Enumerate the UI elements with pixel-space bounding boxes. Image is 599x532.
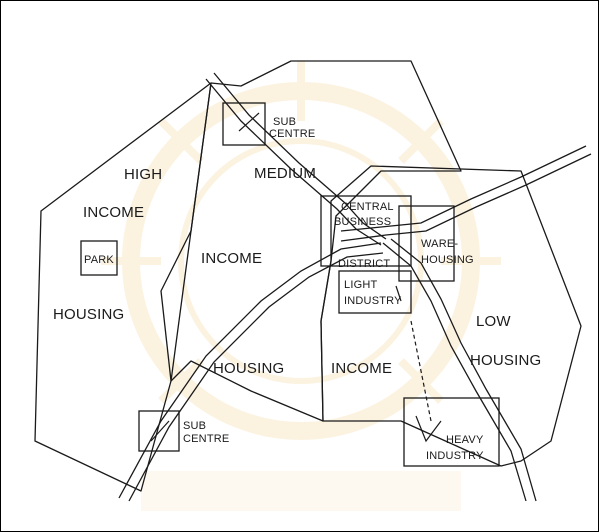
label-sub-centre-bottom-1: SUB <box>183 420 206 432</box>
label-park: PARK <box>84 254 114 266</box>
label-housing-mid: HOUSING <box>213 360 284 377</box>
light-industry-box <box>338 270 412 314</box>
label-light-1: LIGHT <box>344 279 377 291</box>
railway-line-northwest <box>205 78 382 246</box>
warehousing-box <box>398 205 455 282</box>
cbd-box <box>320 195 412 267</box>
label-high: HIGH <box>124 166 162 183</box>
label-heavy-2: INDUSTRY <box>426 450 484 462</box>
label-cbd-3: DISTRICT <box>338 258 390 270</box>
park-box <box>80 240 118 276</box>
label-ware-2: HOUSING <box>421 254 474 266</box>
label-housing-left: HOUSING <box>53 306 124 323</box>
sub-centre-top-box <box>222 102 266 146</box>
label-ware-1: WARE- <box>421 238 458 250</box>
label-income-left: INCOME <box>83 204 144 221</box>
heavy-industry-arrow <box>415 415 442 443</box>
label-heavy-1: HEAVY <box>446 434 484 446</box>
label-sub-centre-top-1: SUB <box>273 116 296 128</box>
label-sub-centre-top-2: CENTRE <box>269 128 315 140</box>
label-cbd-1: CENTRAL <box>341 201 394 213</box>
heavy-industry-box <box>403 397 500 467</box>
label-cbd-2: BUSINESS <box>334 216 391 228</box>
university-seal-watermark <box>101 61 501 511</box>
label-medium: MEDIUM <box>254 165 316 182</box>
label-low: LOW <box>476 313 511 330</box>
label-light-2: INDUSTRY <box>344 295 402 307</box>
label-sub-centre-bottom-2: CENTRE <box>183 433 229 445</box>
label-income-right: INCOME <box>331 360 392 377</box>
low-income-zone-outline <box>320 165 582 467</box>
label-housing-right: HOUSING <box>470 352 541 369</box>
label-income-mid: INCOME <box>201 250 262 267</box>
sub-centre-bottom-box <box>138 410 180 452</box>
railway-line-east <box>340 145 587 232</box>
railway-line-southwest <box>118 242 382 499</box>
